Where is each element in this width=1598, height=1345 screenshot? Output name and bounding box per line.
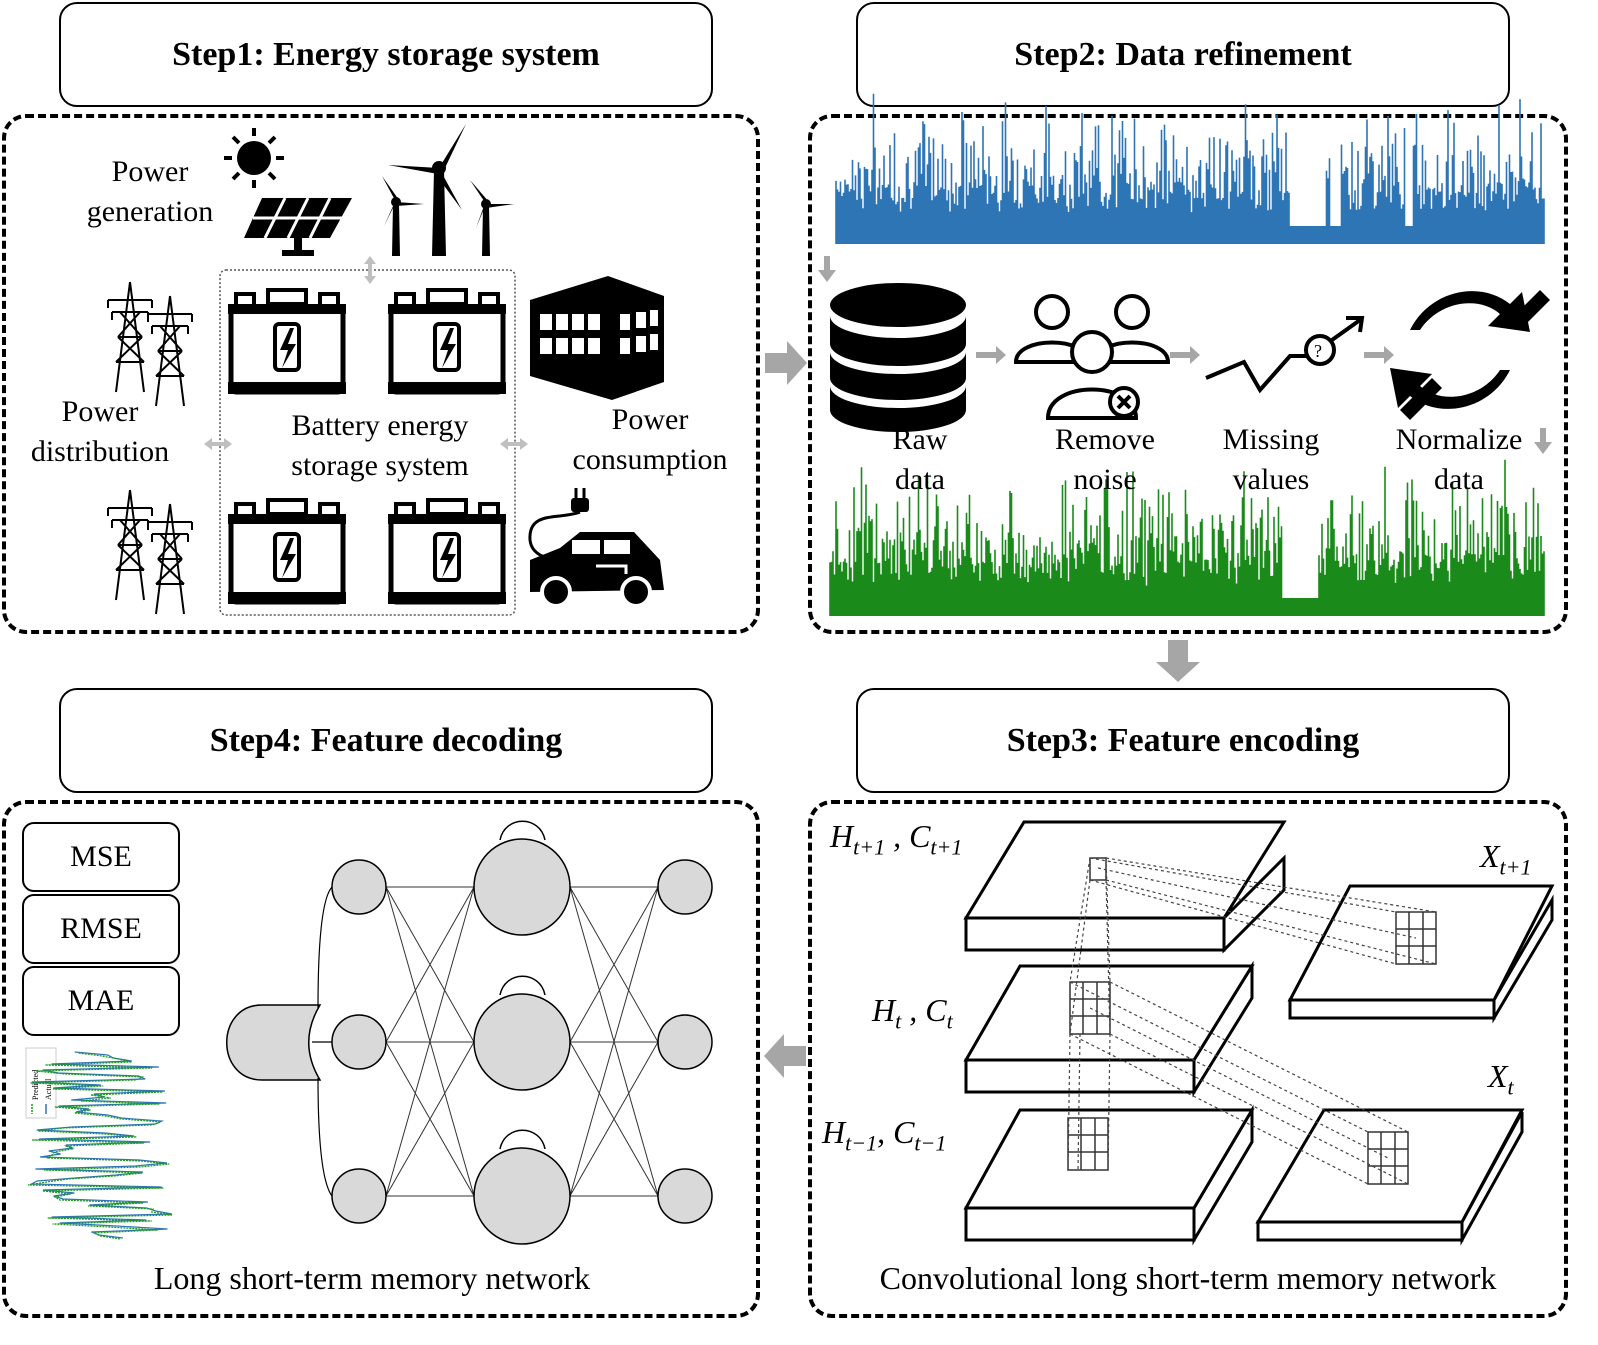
building-icon (530, 276, 664, 400)
electric-car-icon (528, 488, 664, 608)
hidden-state-slab-next (963, 820, 1287, 954)
step2-panel (808, 114, 1568, 634)
raw-data-series (835, 93, 1545, 244)
input-node (657, 859, 713, 915)
output-node (331, 1014, 387, 1070)
step2-title: Step2: Data refinement (856, 2, 1510, 107)
arrow-step1-to-step2 (765, 341, 807, 385)
output-node (331, 1168, 387, 1224)
conv-projection-lines (1067, 857, 1437, 1185)
flow-arrow-icon (818, 256, 1552, 454)
metric-mae: MAE (22, 966, 180, 1036)
prediction-plot-thumbnail: Predicted Actual (25, 1047, 173, 1240)
input-node (657, 1168, 713, 1224)
remove-noise-icon (1013, 294, 1171, 420)
h-prev-label: Ht−1, Ct−1 (822, 1114, 947, 1156)
lstm-cell-node (473, 838, 571, 936)
legend-actual: Actual (44, 1078, 53, 1100)
step4-title: Step4: Feature decoding (59, 688, 713, 793)
normalize-icon (1390, 290, 1550, 420)
database-icon (830, 283, 966, 432)
lstm-cell-node (473, 1147, 571, 1245)
lstm-cell-node (473, 993, 571, 1091)
metric-mse: MSE (22, 822, 180, 892)
wind-turbine-icon (382, 124, 514, 256)
convlstm-caption: Convolutional long short-term memory net… (879, 1260, 1497, 1296)
x-current-label: Xt (1488, 1058, 1514, 1100)
input-node (657, 1014, 713, 1070)
refined-data-series (829, 459, 1545, 616)
sun-icon (224, 128, 284, 188)
h-current-label: Ht , Ct (872, 992, 953, 1034)
step3-panel (808, 800, 1568, 1318)
hidden-state-slab-prev (963, 1104, 1255, 1246)
h-next-label: Ht+1 , Ct+1 (830, 818, 963, 860)
metric-rmse: RMSE (22, 894, 180, 964)
step1-panel (2, 114, 760, 634)
solar-panel-icon (244, 197, 352, 256)
arrow-step2-to-step3 (1156, 640, 1200, 682)
svg-text:?: ? (1314, 341, 1322, 361)
step1-title: Step1: Energy storage system (59, 2, 713, 107)
x-next-label: Xt+1 (1480, 838, 1532, 880)
output-aggregator (226, 1004, 322, 1081)
output-node (331, 859, 387, 915)
legend-predicted: Predicted (31, 1070, 40, 1100)
lstm-caption: Long short-term memory network (153, 1260, 591, 1296)
lstm-network (226, 820, 713, 1245)
missing-values-icon: ? (1205, 316, 1365, 394)
step4-panel (2, 800, 760, 1318)
step3-title: Step3: Feature encoding (856, 688, 1510, 793)
arrow-step3-to-step4 (764, 1034, 806, 1078)
